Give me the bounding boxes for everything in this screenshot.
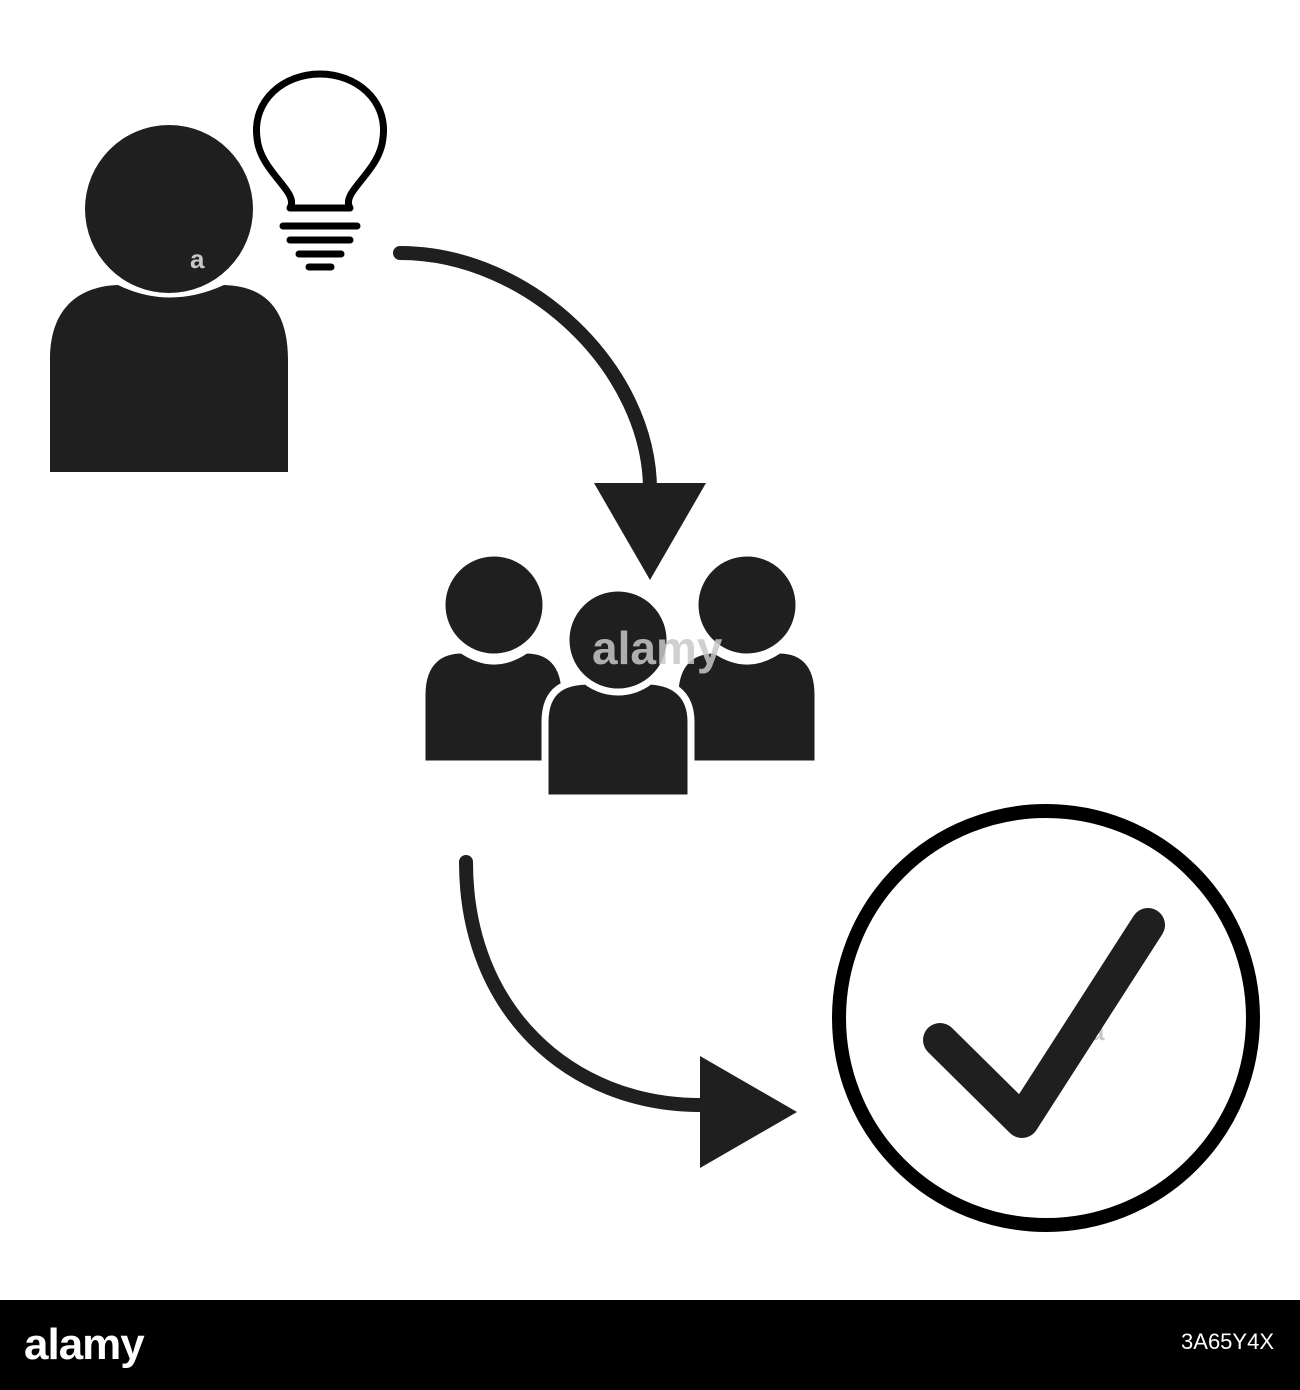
group-person-left bbox=[418, 549, 569, 768]
arrow-right-head bbox=[700, 1056, 797, 1168]
footer-bar: alamy 3A65Y4X bbox=[0, 1300, 1300, 1390]
person-head bbox=[85, 125, 253, 293]
arrow-down-head bbox=[594, 483, 706, 580]
watermark-fragment-1: a bbox=[190, 244, 205, 274]
group-person-center bbox=[541, 584, 695, 802]
arrow-right-curve bbox=[459, 855, 707, 1112]
workflow-diagram: alamy a a bbox=[50, 70, 1260, 1232]
person-icon bbox=[50, 125, 288, 472]
watermark-center: alamy bbox=[592, 622, 723, 674]
footer-image-id: 3A65Y4X bbox=[1181, 1329, 1274, 1354]
arrow-down-icon bbox=[393, 246, 706, 580]
arrow-right-icon bbox=[459, 855, 797, 1168]
check-circle-icon bbox=[832, 804, 1260, 1232]
check-circle-ring bbox=[832, 804, 1260, 1232]
bulb-glass bbox=[253, 70, 387, 212]
group-person-right bbox=[671, 549, 822, 768]
group-icon bbox=[418, 549, 822, 802]
person-body bbox=[50, 285, 288, 472]
arrow-down-curve bbox=[393, 246, 657, 497]
lightbulb-icon bbox=[253, 70, 387, 271]
checkmark-icon bbox=[923, 908, 1165, 1138]
footer-logo: alamy bbox=[24, 1320, 145, 1369]
